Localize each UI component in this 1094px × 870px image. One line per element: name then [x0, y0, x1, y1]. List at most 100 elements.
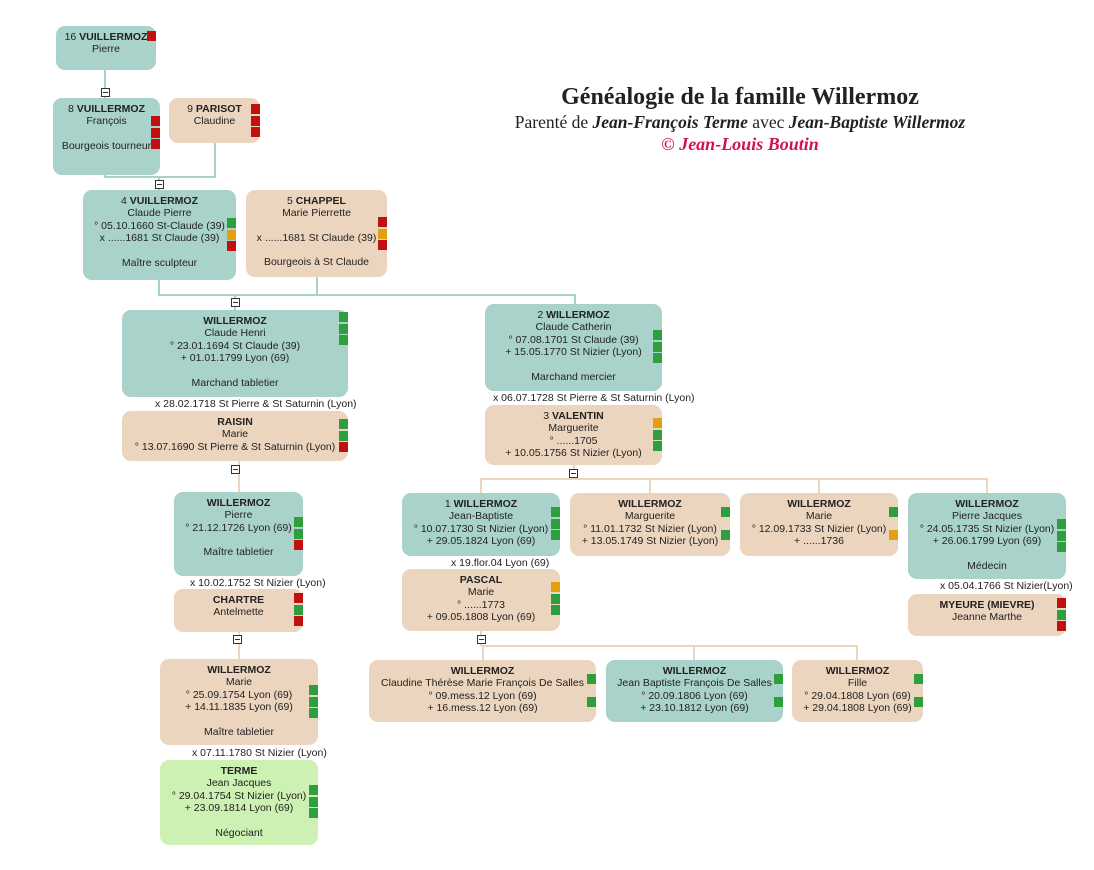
- occupation: Bourgeois à St Claude: [263, 256, 370, 269]
- source-flags: [251, 104, 260, 139]
- collapse-toggle[interactable]: [101, 88, 110, 97]
- given-name: Marie: [467, 586, 495, 599]
- connector: [574, 294, 576, 304]
- life-event: ° 23.01.1694 St Claude (39): [169, 339, 301, 352]
- given-name: Claude Henri: [204, 327, 266, 340]
- red-flag-icon: [294, 540, 303, 550]
- life-event: + 13.05.1749 St Nizier (Lyon): [581, 535, 719, 548]
- source-flags: [309, 785, 318, 820]
- connector: [104, 70, 106, 98]
- source-flags: [378, 217, 387, 252]
- source-flags: [1057, 598, 1066, 633]
- green-flag-icon: [309, 796, 318, 807]
- orange-flag-icon: [551, 582, 560, 592]
- life-event: ° 09.mess.12 Lyon (69): [428, 689, 537, 702]
- given-name: Marie: [221, 428, 249, 441]
- green-flag-icon: [653, 330, 662, 340]
- green-flag-icon: [294, 528, 303, 539]
- collapse-toggle[interactable]: [569, 469, 578, 478]
- collapse-toggle[interactable]: [231, 465, 240, 474]
- connector: [158, 280, 160, 295]
- source-flags: [309, 685, 318, 720]
- life-event: x ......1681 St Claude (39): [99, 232, 220, 245]
- connector: [238, 461, 240, 492]
- life-event: + 15.05.1770 St Nizier (Lyon): [505, 346, 642, 359]
- connector: [104, 176, 216, 178]
- person-name: WILLERMOZ: [792, 665, 923, 677]
- source-flags: [653, 330, 662, 365]
- red-flag-icon: [251, 104, 260, 114]
- connector: [158, 294, 576, 296]
- person-name: WILLERMOZ: [908, 498, 1066, 510]
- person-name: MYEURE (MIEVRE): [908, 599, 1066, 611]
- given-name: Marie: [225, 676, 253, 689]
- red-flag-icon: [151, 127, 160, 138]
- given-name: Fille: [847, 677, 868, 690]
- copyright: © Jean-Louis Boutin: [661, 134, 819, 154]
- connector: [316, 277, 318, 295]
- red-flag-icon: [339, 442, 348, 452]
- person-name: PASCAL: [402, 574, 560, 586]
- connector: [238, 632, 240, 659]
- surname: CHARTRE: [212, 594, 265, 606]
- red-flag-icon: [251, 127, 260, 137]
- given-name: Jean-Baptiste: [448, 510, 514, 523]
- source-flags: [551, 507, 560, 542]
- red-flag-icon: [151, 116, 160, 126]
- marriage-label: x 05.04.1766 St Nizier(Lyon): [940, 580, 1073, 592]
- person-name: 9 PARISOT: [169, 103, 260, 115]
- red-flag-icon: [147, 31, 156, 41]
- collapse-toggle[interactable]: [155, 180, 164, 189]
- person-card[interactable]: MYEURE (MIEVRE)Jeanne Marthe: [908, 594, 1066, 636]
- connector: [482, 645, 858, 647]
- green-flag-icon: [551, 593, 560, 604]
- source-flags: [889, 507, 898, 542]
- surname: WILLERMOZ: [203, 315, 267, 327]
- red-flag-icon: [378, 217, 387, 227]
- person-name: 1 WILLERMOZ: [402, 498, 560, 510]
- green-flag-icon: [339, 312, 348, 322]
- life-event: ° 29.04.1808 Lyon (69): [804, 689, 911, 702]
- surname: CHAPPEL: [295, 195, 346, 207]
- subtitle-mid: avec: [747, 112, 789, 132]
- green-flag-icon: [551, 507, 560, 517]
- life-event: + 29.05.1824 Lyon (69): [426, 535, 536, 548]
- red-flag-icon: [1057, 621, 1066, 631]
- surname: WILLERMOZ: [662, 665, 727, 677]
- green-flag-icon: [721, 507, 730, 517]
- life-event: + ......1736: [794, 535, 844, 548]
- green-flag-icon: [309, 708, 318, 718]
- occupation: Médecin: [967, 559, 1007, 572]
- collapse-toggle[interactable]: [231, 298, 240, 307]
- collapse-toggle[interactable]: [477, 635, 486, 644]
- green-flag-icon: [309, 808, 318, 818]
- collapse-toggle[interactable]: [233, 635, 242, 644]
- red-flag-icon: [151, 139, 160, 149]
- person-name: 8 VUILLERMOZ: [53, 103, 160, 115]
- connector: [818, 478, 820, 493]
- given-name: Jeanne Marthe: [951, 611, 1023, 624]
- source-flags: [151, 116, 160, 151]
- occupation: Maître tabletier: [203, 725, 275, 738]
